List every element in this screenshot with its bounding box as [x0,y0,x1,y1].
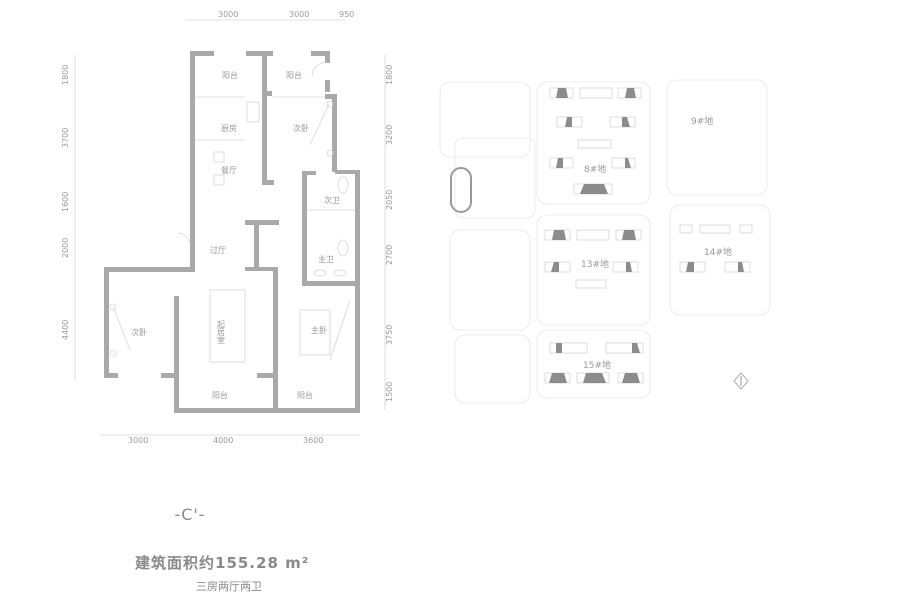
room-hall: 过厅 [210,245,226,255]
room-second-bath: 次卫 [324,195,340,205]
unit-caption: -C'- [0,505,380,524]
building-area: 建筑面积约155.28 m² [135,554,310,572]
room-balcony-bottom-right: 阳台 [297,390,313,400]
dimension-lines [74,19,386,436]
unit-code: -C'- [174,505,206,524]
room-dining: 餐厅 [221,166,237,175]
north-arrow-icon [733,372,749,390]
buildings [544,87,753,384]
room-living: 起居室 [217,320,226,344]
room-balcony-bottom-left: 阳台 [212,390,228,400]
dim-top-2: 3000 [289,10,309,19]
room-balcony-top-right: 阳台 [286,70,302,80]
dims-left: 1800 3700 1600 2000 4400 [61,65,70,340]
dim-left-2: 3700 [61,128,70,148]
dim-left-5: 4400 [61,320,70,340]
dim-top-1: 3000 [218,10,238,19]
dim-bottom-3: 3600 [303,436,323,445]
plot-9: 9#地 [691,115,713,127]
room-kitchen: 厨房 [221,123,237,133]
dim-bottom-1: 3000 [128,436,148,445]
dim-left-4: 2000 [61,238,70,258]
dim-left-3: 1600 [61,192,70,212]
dim-bottom-2: 4000 [213,436,233,445]
room-balcony-top-left: 阳台 [222,70,238,80]
plot-13: 13#地 [581,258,609,270]
layout-description: 三房两厅两卫 [196,580,262,593]
dim-right-5: 3750 [385,325,394,345]
plot-8: 8#地 [584,163,606,175]
room-bedroom-left: 次卧 [131,327,147,337]
fixtures [109,61,355,363]
dim-right-6: 1500 [385,382,394,402]
site-plan: 8#地 9#地 13#地 14#地 15#地 [439,79,771,404]
dim-left-1: 1800 [61,65,70,85]
dim-right-2: 3200 [385,125,394,145]
dim-right-3: 2050 [385,190,394,210]
dim-top-3: 950 [339,10,354,19]
dims-right: 1800 3200 2050 2700 3750 1500 [385,65,394,402]
plot-15: 15#地 [583,359,611,371]
room-bedroom-top: 次卧 [293,123,309,133]
dim-right-4: 2700 [385,245,394,265]
plot-14: 14#地 [704,246,732,258]
room-master-bath: 主卫 [318,254,334,264]
walls [104,51,360,413]
dim-right-1: 1800 [385,65,394,85]
room-master-bedroom: 主卧 [311,325,327,335]
room-labels: 阳台 阳台 厨房 次卧 餐厅 次卫 过厅 主卫 次卧 起居室 主卧 阳台 阳台 [131,70,340,400]
